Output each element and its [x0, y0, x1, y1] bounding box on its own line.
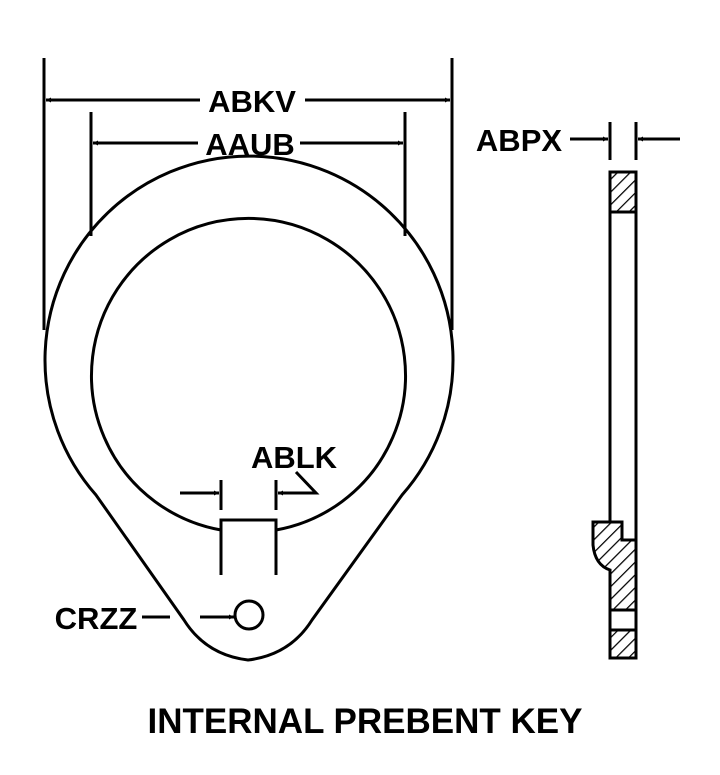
dim-label-aaub: AAUB: [205, 127, 295, 162]
ring-inner-outline: [90, 216, 407, 532]
dim-label-abkv: ABKV: [208, 84, 296, 119]
dim-label-crzz: CRZZ: [55, 601, 138, 636]
hole: [233, 599, 265, 631]
dim-label-abpx: ABPX: [476, 123, 562, 158]
side-view: [591, 170, 638, 660]
ring-outer-outline: [43, 154, 455, 662]
drawing-title: INTERNAL PREBENT KEY: [148, 702, 583, 741]
key-tab: [219, 518, 278, 575]
dim-label-ablk: ABLK: [251, 440, 338, 475]
